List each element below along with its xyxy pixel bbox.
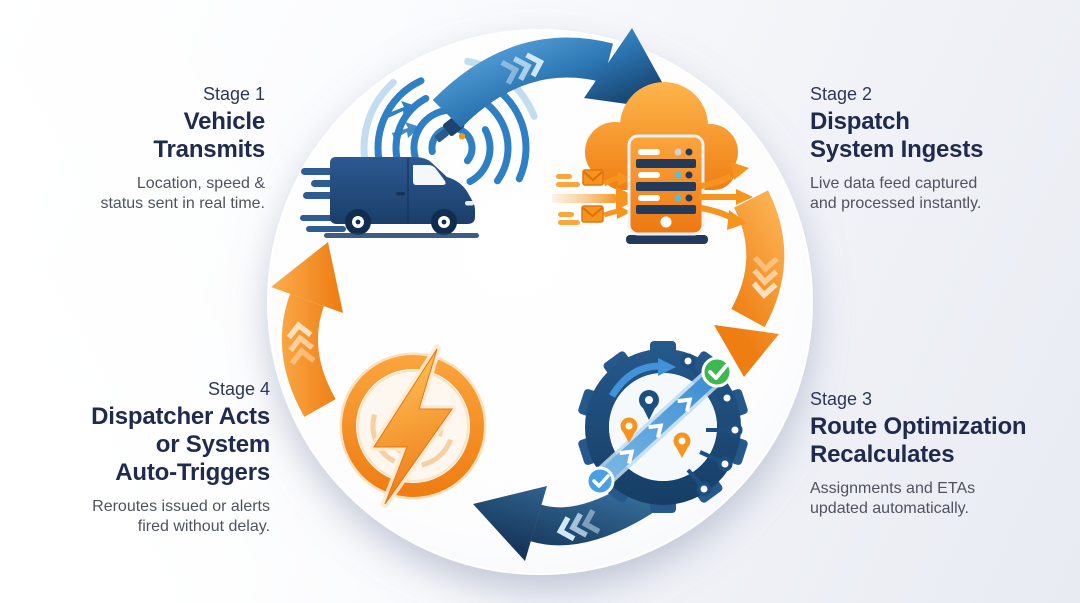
bolt-halo-ring [339,352,487,500]
title-line: Route Optimization [810,413,1027,440]
desc-line: status sent in real time. [100,195,265,212]
ground-line [324,233,479,238]
cloud-server-icon [552,82,753,244]
stage-1-panel: Stage 1 Vehicle Transmits Location, spee… [100,84,265,214]
route-band [590,368,722,490]
chevrons [751,255,779,299]
desc-line: Assignments and ETAs [810,480,976,497]
route-chevrons [619,397,693,464]
arrow-stage3-to-stage4 [473,476,661,561]
desc-line: Reroutes issued or alerts [92,498,270,515]
stage-1-title: Vehicle Transmits [100,108,265,164]
van-headlight [465,201,474,206]
map-pin-orange-icon [620,417,638,443]
outgoing-data-arrowheads [727,162,753,230]
lightning-bolt-icon [339,345,487,508]
stage-4-panel: Stage 4 Dispatcher Acts or System Auto-T… [91,379,270,537]
server-icon [626,134,708,244]
desc-line: Location, speed & [136,175,265,192]
signal-arrow-icon [386,101,420,139]
stage-2-title: Dispatch System Ingests [810,108,983,164]
desc-line: fired without delay. [137,518,270,535]
stage-4-title: Dispatcher Acts or System Auto-Triggers [91,403,270,487]
desc-line: updated automatically. [810,500,969,517]
stage-4-label: Stage 4 [207,379,270,399]
van-wheels [345,209,457,235]
stage-3-desc: Assignments and ETAs updated automatical… [810,479,1026,519]
stage-3-label: Stage 3 [810,389,873,409]
incoming-data-arrows [552,172,640,225]
bolt-shape [373,348,453,505]
chevrons [500,52,545,85]
check-circle-blue-icon [585,466,615,496]
chevrons [556,509,601,542]
title-line: or System [155,431,270,458]
arrow-stage2-to-stage3 [714,190,785,377]
title-line: Transmits [153,136,265,163]
desc-line: Live data feed captured [810,175,978,192]
stage-1-desc: Location, speed & status sent in real ti… [100,174,265,214]
map-pin-navy-icon [639,390,659,420]
title-line: Recalculates [810,441,955,468]
stage-1-label: Stage 1 [202,84,265,104]
stage-2-label: Stage 2 [810,84,873,104]
bolt-inner-ring [357,370,469,482]
van-door-handle [396,192,405,196]
title-line: Vehicle [183,108,266,135]
title-line: Dispatch [810,108,910,135]
optimize-arc-arrow [608,362,661,398]
arrow-stage4-to-stage1 [271,242,343,417]
delivery-van-icon [300,56,544,240]
envelope-icon [581,205,604,223]
title-line: System Ingests [810,136,984,163]
check-circle-green-icon [701,356,733,388]
van-windshield [413,165,446,185]
stage-2-panel: Stage 2 Dispatch System Ingests Live dat… [810,84,983,214]
map-pin-orange-icon [673,432,691,458]
chevrons [286,321,316,366]
desc-line: and processed instantly. [810,195,982,212]
route-gear-icon [578,341,748,513]
stage-4-desc: Reroutes issued or alerts fired without … [91,497,270,537]
stage-2-desc: Live data feed captured and processed in… [810,174,983,214]
title-line: Dispatcher Acts [91,403,270,430]
envelope-icon [582,169,604,186]
stage-3-title: Route Optimization Recalculates [810,413,1027,469]
outgoing-data-arrows [699,173,736,220]
circuit-node-dots [680,353,743,497]
title-line: Auto-Triggers [115,459,270,486]
stage-3-panel: Stage 3 Route Optimization Recalculates … [810,389,1027,519]
optimize-arc-arrowhead [658,358,676,376]
